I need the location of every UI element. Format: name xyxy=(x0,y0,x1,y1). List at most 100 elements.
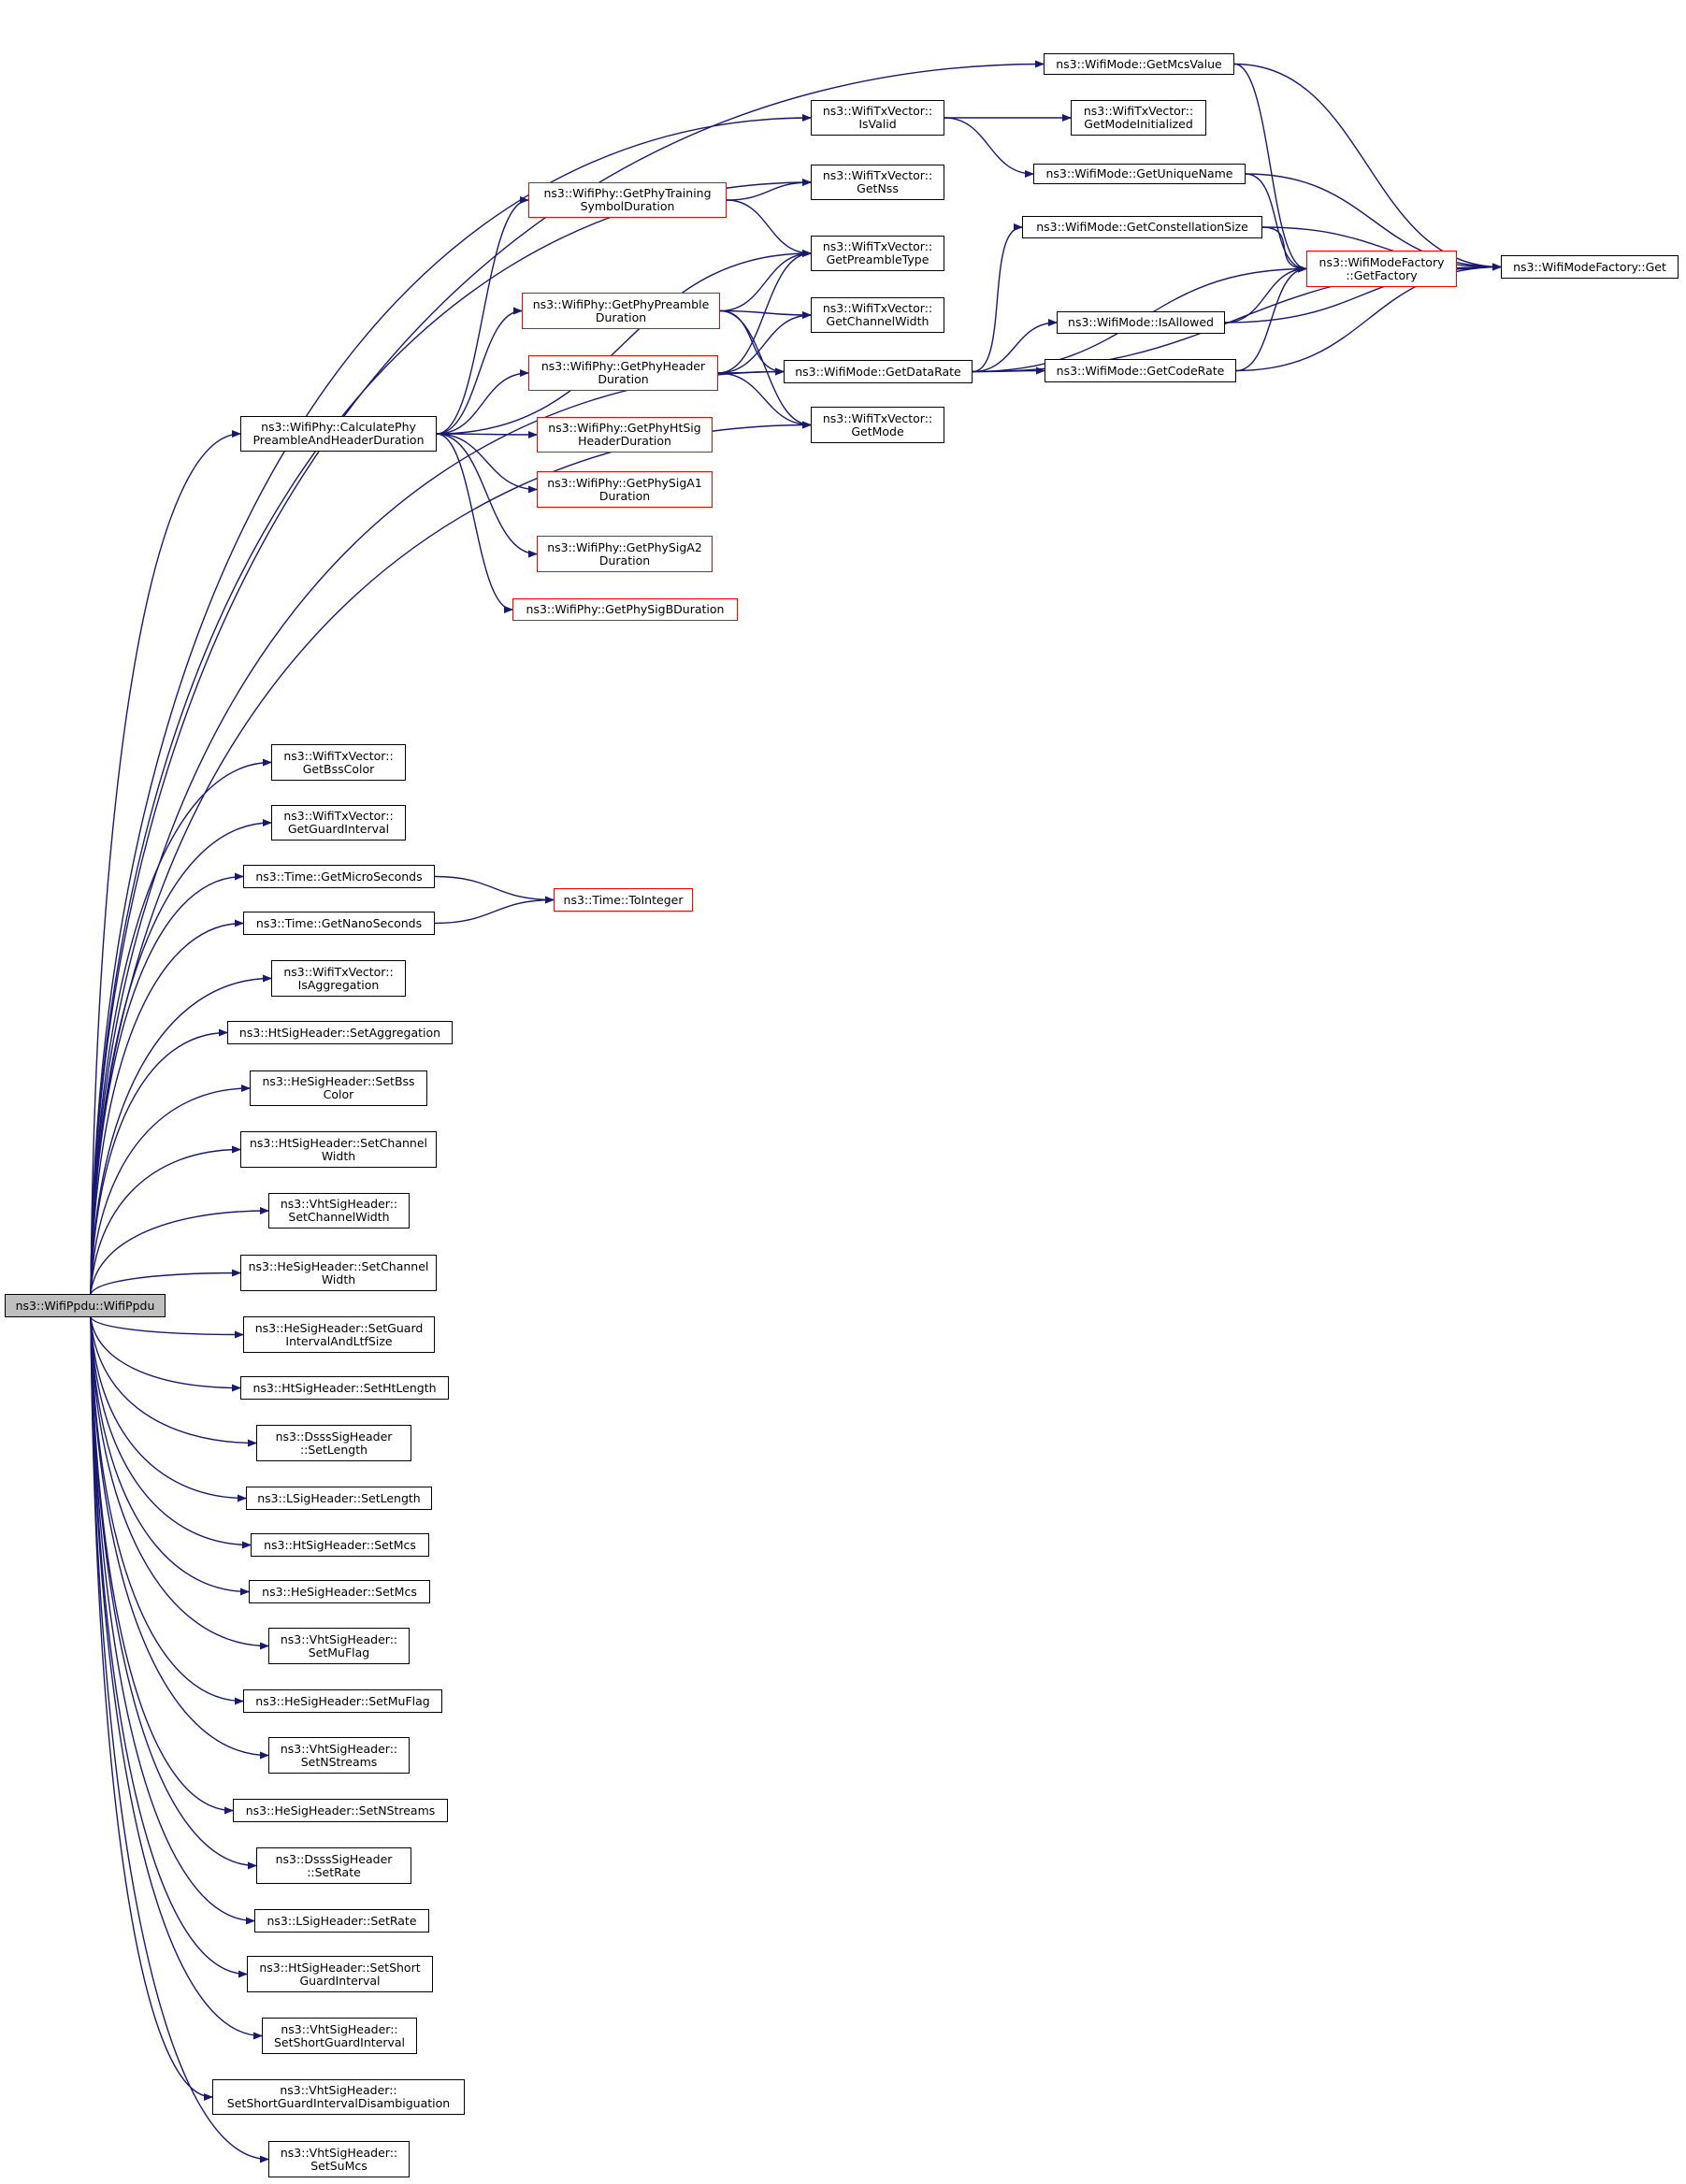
node-vhtSetSuMcs[interactable]: ns3::VhtSigHeader::SetSuMcs xyxy=(268,2141,410,2177)
node-htSetAggregation[interactable]: ns3::HtSigHeader::SetAggregation xyxy=(227,1021,453,1044)
node-lSetRate[interactable]: ns3::LSigHeader::SetRate xyxy=(254,1909,429,1933)
node-label-line: ns3::DsssSigHeader xyxy=(275,1429,393,1444)
edge-getDataRate-to-getConstellationSize xyxy=(972,223,1023,373)
node-label-line: SetChannelWidth xyxy=(288,1210,390,1224)
edge-root-to-vhtSetShortGuard xyxy=(90,1316,263,2040)
node-dsssSetLength[interactable]: ns3::DsssSigHeader::SetLength xyxy=(256,1425,411,1461)
edge-root-to-getBssColor xyxy=(90,758,272,1295)
node-getNss[interactable]: ns3::WifiTxVector::GetNss xyxy=(811,165,944,200)
node-htSetMcs[interactable]: ns3::HtSigHeader::SetMcs xyxy=(251,1533,429,1557)
node-label-line: SetShortGuardInterval xyxy=(273,2034,406,2049)
edge-root-to-vhtSetSuMcs xyxy=(90,1316,269,2163)
edge-root-to-htSetMcs xyxy=(90,1316,252,1549)
node-label-line: Duration xyxy=(595,309,647,324)
node-getMcsValue[interactable]: ns3::WifiMode::GetMcsValue xyxy=(1044,53,1234,75)
node-label-line: ns3::WifiMode::GetConstellationSize xyxy=(1036,220,1248,234)
edge-root-to-getDataRate xyxy=(90,367,785,1295)
node-label-line: GetModeInitialized xyxy=(1084,117,1193,131)
node-label-line: GetNss xyxy=(857,181,899,195)
node-label-line: ns3::HeSigHeader::SetNStreams xyxy=(245,1803,436,1818)
node-dsssSetRate[interactable]: ns3::DsssSigHeader::SetRate xyxy=(256,1847,411,1884)
node-getNanoSeconds[interactable]: ns3::Time::GetNanoSeconds xyxy=(243,912,435,935)
node-isAggregation[interactable]: ns3::WifiTxVector::IsAggregation xyxy=(271,960,406,997)
edge-getNanoSeconds-to-toInteger xyxy=(434,896,555,925)
node-label-line: ns3::VhtSigHeader:: xyxy=(280,1631,398,1646)
edge-calcPhy-to-getPhyTraining xyxy=(436,196,529,435)
node-getUniqueName[interactable]: ns3::WifiMode::GetUniqueName xyxy=(1033,164,1246,184)
edge-root-to-getGuardInterval xyxy=(90,819,272,1295)
edge-isAllowed-to-getFactory xyxy=(1224,265,1307,323)
node-label-line: ns3::WifiPhy::GetPhyHtSig xyxy=(548,421,701,435)
edge-getPhyPreamble-to-getMode xyxy=(719,309,812,429)
node-vhtSetShortGuardDisamb[interactable]: ns3::VhtSigHeader::SetShortGuardInterval… xyxy=(212,2079,465,2115)
node-factoryGet[interactable]: ns3::WifiModeFactory::Get xyxy=(1501,255,1679,279)
node-toInteger[interactable]: ns3::Time::ToInteger xyxy=(554,888,693,912)
node-label-line: ns3::LSigHeader::SetRate xyxy=(267,1913,417,1928)
node-vhtSetMuFlag[interactable]: ns3::VhtSigHeader::SetMuFlag xyxy=(268,1628,410,1664)
node-getMode[interactable]: ns3::WifiTxVector::GetMode xyxy=(811,407,944,443)
node-label-line: ns3::HtSigHeader::SetHtLength xyxy=(252,1380,437,1395)
node-getPhySigB[interactable]: ns3::WifiPhy::GetPhySigBDuration xyxy=(512,598,738,621)
node-label-line: GetBssColor xyxy=(302,761,375,776)
node-label-line: ns3::Time::GetMicroSeconds xyxy=(255,869,423,884)
edge-getMcsValue-to-getFactory xyxy=(1233,63,1307,273)
node-label-line: Duration xyxy=(598,488,651,503)
node-getDataRate[interactable]: ns3::WifiMode::GetDataRate xyxy=(784,360,973,383)
node-label-line: GuardInterval xyxy=(299,1973,381,1988)
node-label-line: ns3::WifiMode::GetMcsValue xyxy=(1056,56,1222,71)
node-label-line: ns3::VhtSigHeader:: xyxy=(280,1197,398,1211)
node-label-line: HeaderDuration xyxy=(578,434,671,448)
node-getGuardInterval[interactable]: ns3::WifiTxVector::GetGuardInterval xyxy=(271,805,406,841)
edge-getDataRate-to-isAllowed xyxy=(972,319,1058,373)
node-label-line: ns3::WifiMode::IsAllowed xyxy=(1068,315,1214,329)
node-isAllowed[interactable]: ns3::WifiMode::IsAllowed xyxy=(1057,311,1225,334)
node-lSetLength[interactable]: ns3::LSigHeader::SetLength xyxy=(246,1487,432,1510)
edge-calcPhy-to-getPreambleType xyxy=(436,250,812,435)
node-getMicroSeconds[interactable]: ns3::Time::GetMicroSeconds xyxy=(243,865,435,888)
node-label-line: ns3::WifiTxVector:: xyxy=(822,104,933,118)
node-label-line: ns3::LSigHeader::SetLength xyxy=(257,1490,421,1505)
node-getModeInitialized[interactable]: ns3::WifiTxVector::GetModeInitialized xyxy=(1071,100,1206,136)
edge-calcPhy-to-getPhySigB xyxy=(436,433,513,613)
node-getChannelWidth[interactable]: ns3::WifiTxVector::GetChannelWidth xyxy=(811,297,944,333)
node-getCodeRate[interactable]: ns3::WifiMode::GetCodeRate xyxy=(1045,359,1236,382)
node-label-line: ns3::WifiMode::GetDataRate xyxy=(795,364,961,379)
node-heSetMuFlag[interactable]: ns3::HeSigHeader::SetMuFlag xyxy=(243,1689,442,1713)
edge-getMicroSeconds-to-toInteger xyxy=(434,875,555,904)
node-getPreambleType[interactable]: ns3::WifiTxVector::GetPreambleType xyxy=(811,236,944,271)
edge-root-to-heSetGuardInterval xyxy=(90,1316,244,1339)
node-vhtSetChannelWidth[interactable]: ns3::VhtSigHeader::SetChannelWidth xyxy=(268,1193,410,1228)
edge-getMcsValue-to-factoryGet xyxy=(1233,63,1502,271)
node-label-line: ns3::WifiTxVector:: xyxy=(822,168,933,182)
node-vhtSetShortGuard[interactable]: ns3::VhtSigHeader::SetShortGuardInterval xyxy=(262,2018,417,2054)
node-vhtSetNStreams[interactable]: ns3::VhtSigHeader::SetNStreams xyxy=(268,1737,410,1774)
node-isValid[interactable]: ns3::WifiTxVector::IsValid xyxy=(811,100,944,136)
node-heSetMcs[interactable]: ns3::HeSigHeader::SetMcs xyxy=(249,1580,430,1603)
node-label-line: ns3::HeSigHeader::SetMuFlag xyxy=(255,1693,430,1708)
node-heSetNStreams[interactable]: ns3::HeSigHeader::SetNStreams xyxy=(233,1799,448,1822)
node-getConstellationSize[interactable]: ns3::WifiMode::GetConstellationSize xyxy=(1022,216,1262,238)
edge-root-to-heSetMuFlag xyxy=(90,1316,244,1705)
edge-root-to-lSetRate xyxy=(90,1316,255,1925)
node-getBssColor[interactable]: ns3::WifiTxVector::GetBssColor xyxy=(271,744,406,781)
node-label-line: ns3::WifiPpdu::WifiPpdu xyxy=(15,1298,155,1313)
node-label-line: ns3::WifiMode::GetCodeRate xyxy=(1056,363,1225,378)
node-htSetHtLength[interactable]: ns3::HtSigHeader::SetHtLength xyxy=(240,1376,449,1400)
node-getFactory[interactable]: ns3::WifiModeFactory::GetFactory xyxy=(1306,251,1457,287)
node-label-line: ::GetFactory xyxy=(1346,267,1418,282)
edge-root-to-lSetLength xyxy=(90,1316,247,1502)
node-label-line: ns3::HtSigHeader::SetShort xyxy=(259,1960,421,1975)
edge-getPhyHeader-to-getPreambleType xyxy=(717,250,812,374)
